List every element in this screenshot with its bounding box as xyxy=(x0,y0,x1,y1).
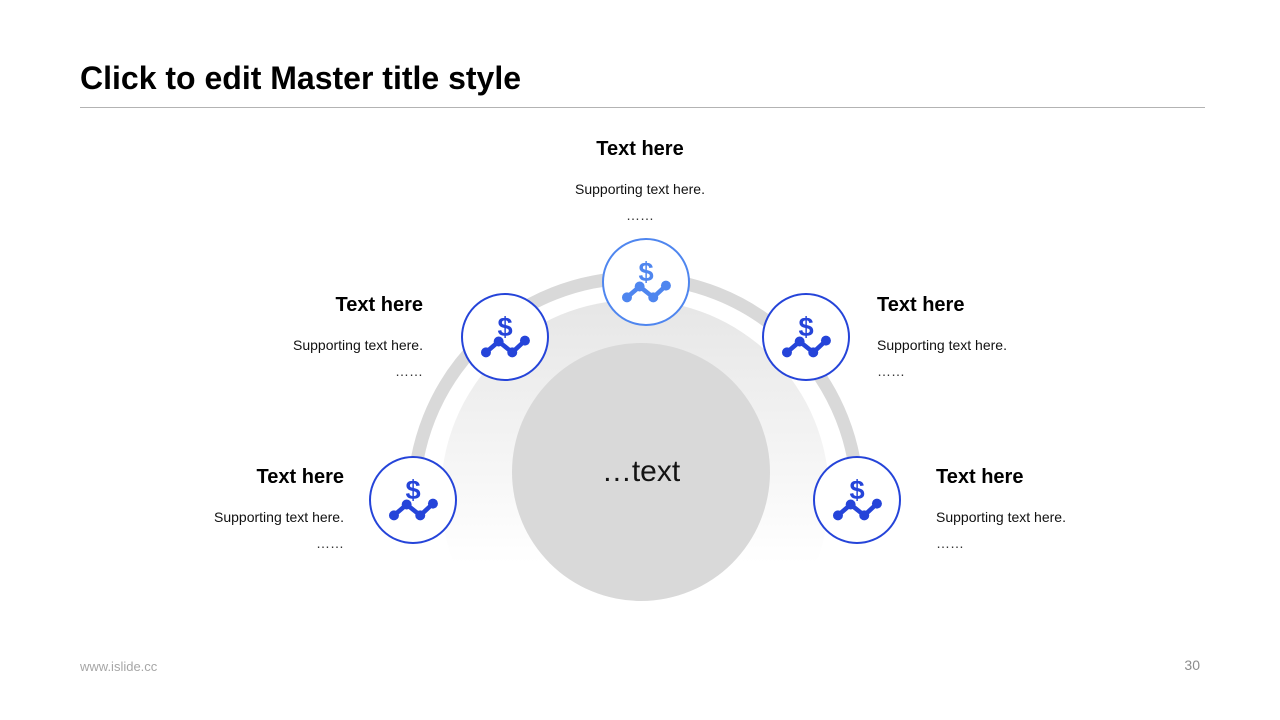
item-ellipsis[interactable]: …… xyxy=(395,363,423,379)
dollar-chart-icon xyxy=(777,308,835,366)
item-title[interactable]: Text here xyxy=(335,294,423,316)
node-upper-right[interactable] xyxy=(762,293,850,381)
dollar-chart-icon xyxy=(828,471,886,529)
center-label: …text xyxy=(601,455,681,488)
text-block-top: Text here Supporting text here. …… xyxy=(530,138,750,222)
item-subtitle[interactable]: Supporting text here. xyxy=(293,337,423,353)
title-divider xyxy=(80,107,1205,108)
item-subtitle[interactable]: Supporting text here. xyxy=(936,509,1066,525)
item-ellipsis[interactable]: …… xyxy=(626,207,654,223)
text-block-lower-right: Text here Supporting text here. …… xyxy=(936,466,1156,550)
node-upper-left[interactable] xyxy=(461,293,549,381)
item-subtitle[interactable]: Supporting text here. xyxy=(575,181,705,197)
text-block-lower-left: Text here Supporting text here. …… xyxy=(124,466,344,550)
item-ellipsis[interactable]: …… xyxy=(316,535,344,551)
item-subtitle[interactable]: Supporting text here. xyxy=(214,509,344,525)
item-title[interactable]: Text here xyxy=(596,138,684,160)
item-title[interactable]: Text here xyxy=(256,466,344,488)
slide-title[interactable]: Click to edit Master title style xyxy=(80,60,522,96)
dollar-chart-icon xyxy=(476,308,534,366)
item-subtitle[interactable]: Supporting text here. xyxy=(877,337,1007,353)
item-title[interactable]: Text here xyxy=(936,466,1024,488)
node-lower-left[interactable] xyxy=(369,456,457,544)
text-block-upper-right: Text here Supporting text here. …… xyxy=(877,294,1097,378)
footer-website-link[interactable]: www.islide.cc xyxy=(80,659,158,674)
item-ellipsis[interactable]: …… xyxy=(936,535,964,551)
text-block-upper-left: Text here Supporting text here. …… xyxy=(203,294,423,378)
page-number: 30 xyxy=(1184,657,1200,673)
node-top[interactable] xyxy=(602,238,690,326)
item-ellipsis[interactable]: …… xyxy=(877,363,905,379)
dollar-chart-icon xyxy=(617,253,675,311)
item-title[interactable]: Text here xyxy=(877,294,965,316)
dollar-chart-icon xyxy=(384,471,442,529)
node-lower-right[interactable] xyxy=(813,456,901,544)
center-circle[interactable]: …text xyxy=(512,343,770,601)
